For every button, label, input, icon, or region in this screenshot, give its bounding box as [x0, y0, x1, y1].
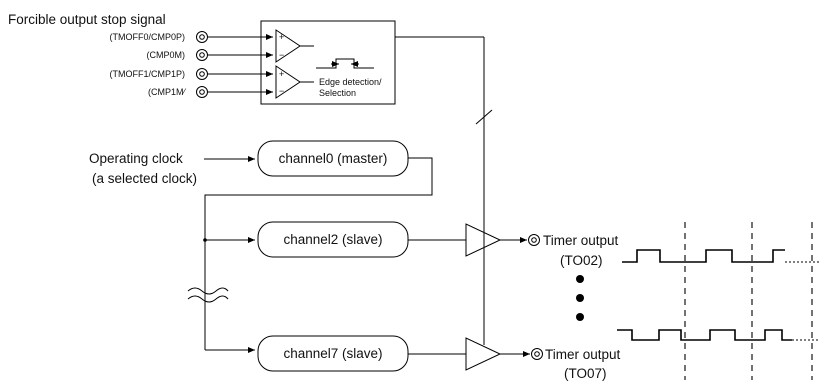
- output-1-line1: Timer output: [545, 347, 621, 362]
- waveform-to02: [622, 249, 820, 263]
- comparator-minus: −: [279, 50, 284, 60]
- edge-detection-icon: [316, 58, 374, 69]
- bus-break-icon: [187, 287, 229, 303]
- output-terminal-icon: [528, 234, 540, 246]
- input-terminal-icon: [196, 49, 208, 61]
- clock-label-line1: Operating clock: [89, 151, 183, 166]
- edge-label-line1: Edge detection/: [319, 77, 382, 87]
- stop-input-label: (CMP0M): [147, 50, 186, 60]
- input-terminal-icon: [196, 31, 208, 43]
- stop-signal-title: Forcible output stop signal: [8, 12, 166, 27]
- stop-signal-bus: [395, 36, 493, 345]
- channel7-label: channel7 (slave): [283, 346, 382, 361]
- channel2-block: channel2 (slave): [257, 221, 409, 258]
- output-buffer-0-icon: [408, 223, 540, 257]
- channel0-label: channel0 (master): [279, 151, 388, 166]
- stop-input-3: (CMP1M⁄: [148, 86, 273, 98]
- edge-label-line2: Selection: [319, 88, 356, 98]
- clock-label-line2: (a selected clock): [92, 171, 197, 186]
- stop-signal-box: [260, 20, 396, 105]
- comparator-1-icon: + −: [275, 65, 314, 99]
- stop-input-1: (CMP0M): [147, 49, 273, 61]
- waveform-to07: [617, 329, 820, 341]
- output-0-line2: (TO02): [560, 253, 603, 268]
- stop-input-label: (TMOFF1/CMP1P): [110, 69, 186, 79]
- channel2-label: channel2 (slave): [283, 232, 382, 247]
- input-terminal-icon: [196, 86, 208, 98]
- channel7-block: channel7 (slave): [257, 335, 409, 372]
- output-1-line2: (TO07): [564, 366, 607, 381]
- stop-input-label: (CMP1M⁄: [148, 87, 186, 97]
- ellipsis-dots-icon: [576, 275, 584, 321]
- stop-input-0: (TMOFF0/CMP0P): [110, 31, 273, 43]
- input-terminal-icon: [196, 68, 208, 80]
- comparator-plus: +: [279, 69, 284, 79]
- output-terminal-icon: [531, 348, 543, 360]
- output-buffer-1-icon: [408, 337, 543, 371]
- channel0-block: channel0 (master): [257, 140, 409, 177]
- comparator-0-icon: + −: [275, 29, 314, 63]
- comparator-minus: −: [279, 86, 284, 96]
- comparator-plus: +: [279, 32, 284, 42]
- stop-input-2: (TMOFF1/CMP1P): [110, 68, 273, 80]
- output-0-line1: Timer output: [543, 233, 619, 248]
- stop-input-label: (TMOFF0/CMP0P): [110, 32, 186, 42]
